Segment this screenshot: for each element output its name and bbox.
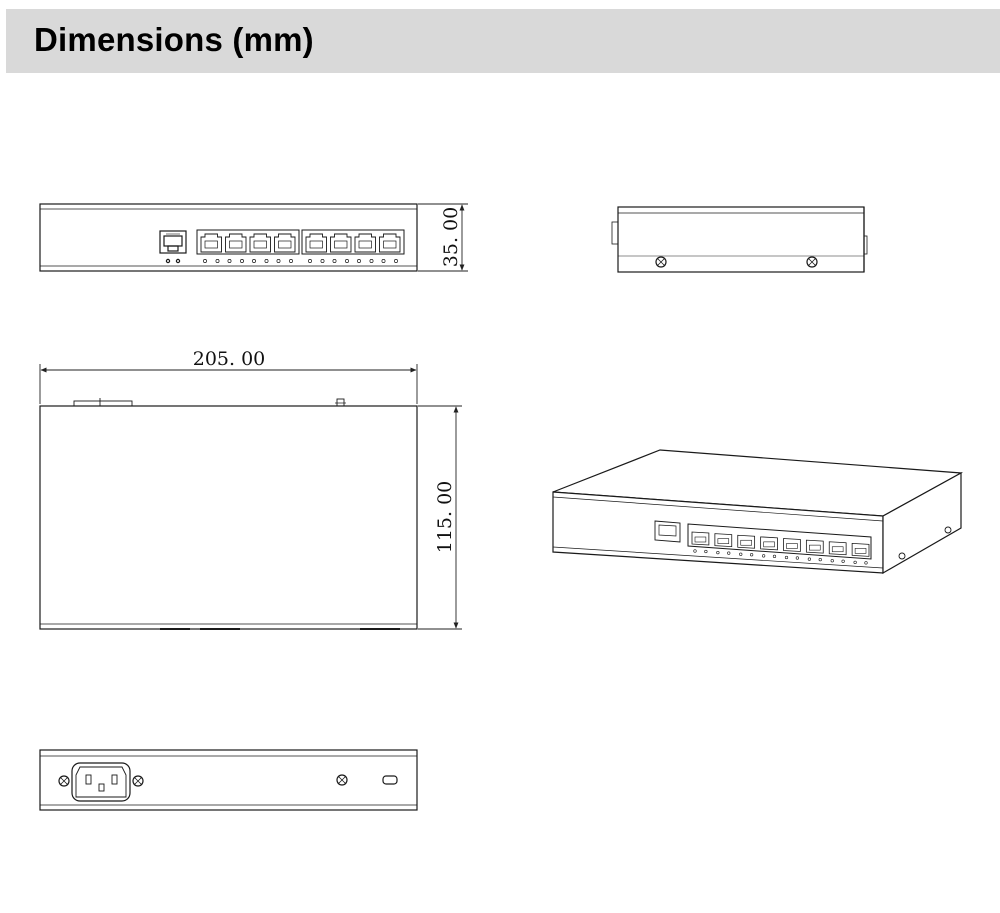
width-dimension xyxy=(39,364,418,404)
iso-rj45-port xyxy=(783,538,801,560)
iso-sfp-port xyxy=(654,520,681,543)
width-dimension-label: 205. 00 xyxy=(193,348,266,370)
rj45-port xyxy=(200,233,222,263)
ground-screw xyxy=(336,774,348,786)
iso-rj45-port xyxy=(737,534,756,557)
rj45-port xyxy=(305,233,327,263)
iso-rj45-port xyxy=(760,536,778,558)
rj45-port xyxy=(379,233,401,263)
height-dimension-label: 35. 00 xyxy=(440,207,462,267)
rj45-port xyxy=(274,233,296,263)
iso-rj45-port xyxy=(691,531,710,554)
inlet-screw-left xyxy=(58,775,70,787)
front-rj45-ports xyxy=(196,229,405,263)
rj45-port xyxy=(330,233,352,263)
rj45-port xyxy=(249,233,271,263)
isometric-view xyxy=(552,449,964,575)
iso-rj45-port xyxy=(828,541,847,563)
iso-rj45-port xyxy=(714,533,733,555)
depth-dimension-label: 115. 00 xyxy=(434,481,456,554)
page-title: Dimensions (mm) xyxy=(34,21,314,58)
iso-rj45-port xyxy=(805,539,824,562)
side-view xyxy=(611,206,868,273)
front-view-outline xyxy=(39,203,418,272)
iso-rj45-port xyxy=(851,542,870,565)
side-screw-left xyxy=(655,256,667,268)
inlet-screw-right xyxy=(132,775,144,787)
lock-slot xyxy=(382,775,398,785)
rj45-port xyxy=(354,233,376,263)
sfp-port xyxy=(159,230,187,264)
power-inlet xyxy=(71,762,131,802)
header-bar: Dimensions (mm) xyxy=(6,9,1000,73)
rj45-port xyxy=(225,233,247,263)
rear-view xyxy=(39,749,418,811)
top-view xyxy=(39,398,418,630)
side-screw-right xyxy=(806,256,818,268)
front-view xyxy=(39,203,418,272)
height-dimension xyxy=(418,203,468,272)
depth-dimension xyxy=(418,405,462,630)
iso-rj45-ports xyxy=(687,523,872,565)
